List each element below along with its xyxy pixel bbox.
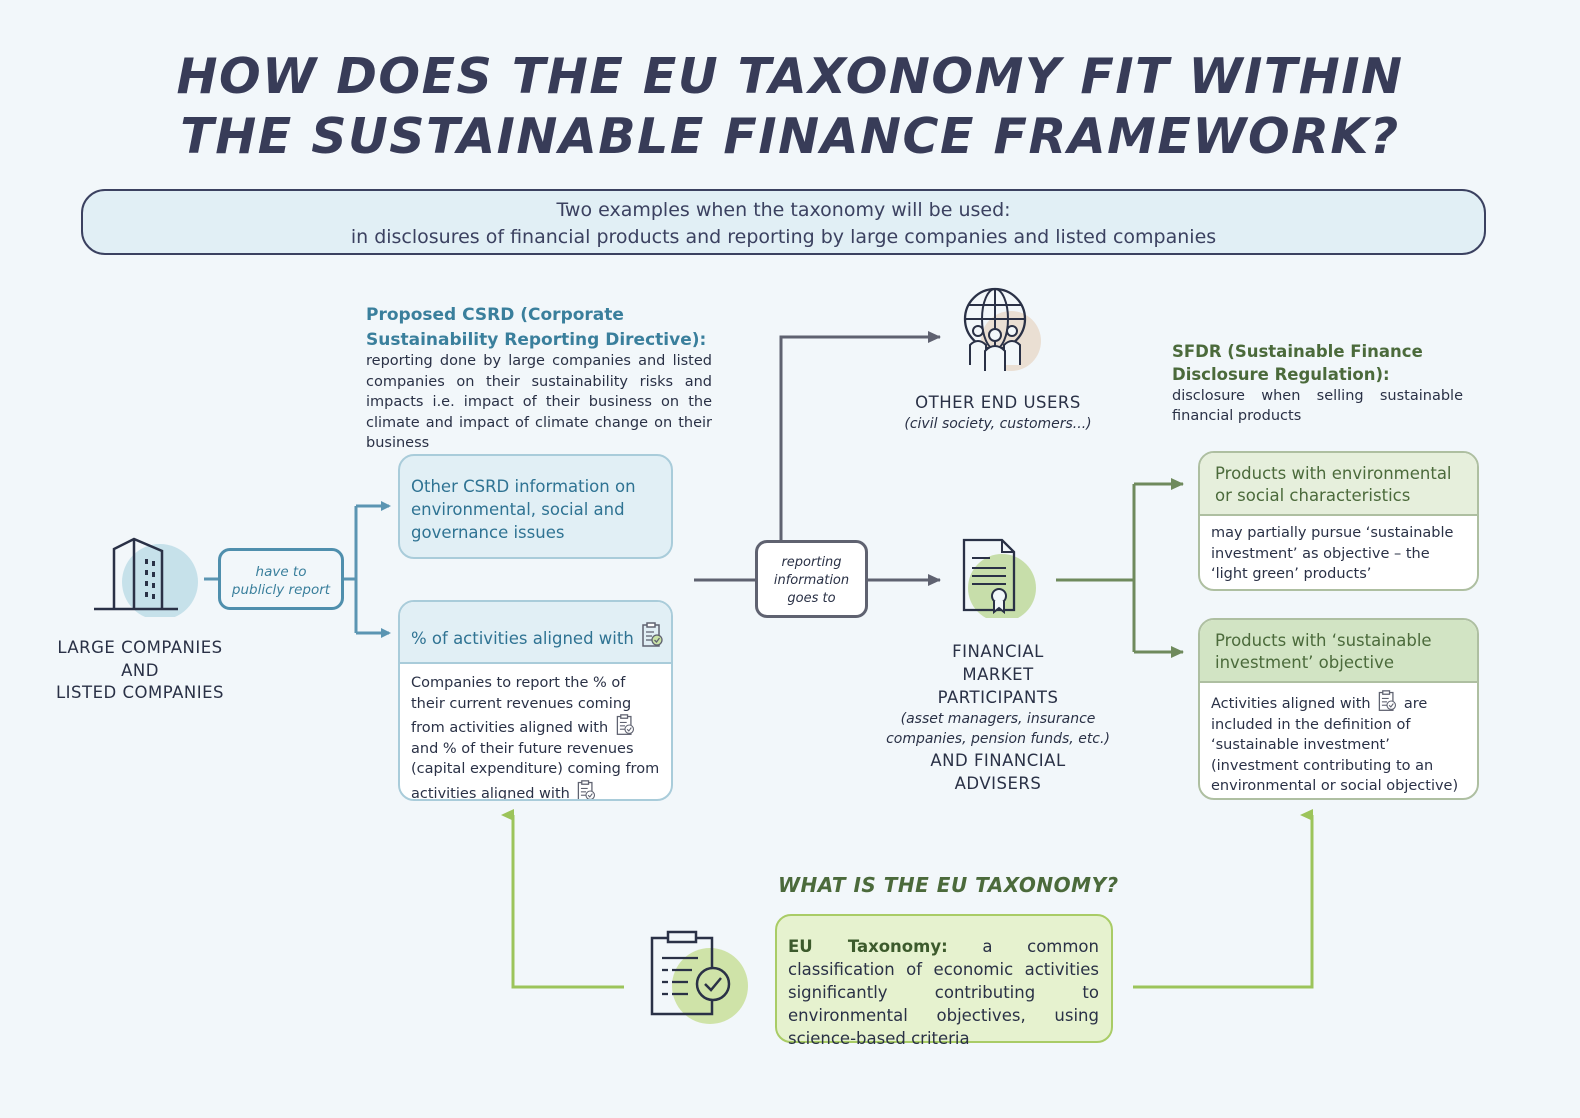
reporting-goes-to-pill: reporting information goes to (755, 540, 868, 618)
eu-taxonomy-term: EU Taxonomy: (788, 937, 948, 956)
clipboard-check-icon (650, 930, 748, 1024)
report-pill-line-2: publicly report (231, 582, 331, 598)
product-sustainable-investment-box: Products with ‘sustainable investment’ o… (1198, 618, 1479, 800)
fmp-line-1: FINANCIAL (952, 642, 1044, 661)
fmp-sub-line-2: companies, pension funds, etc.) (886, 731, 1110, 747)
intro-banner: Two examples when the taxonomy will be u… (81, 189, 1486, 255)
financial-advisers-label: AND FINANCIAL ADVISERS (880, 749, 1116, 795)
fmp-line-3: PARTICIPANTS (937, 688, 1059, 707)
clipboard-check-icon (642, 622, 663, 647)
sfdr-heading-line-2: Disclosure Regulation): (1172, 365, 1390, 384)
clipboard-check-icon (578, 779, 596, 799)
globe-people-icon (963, 287, 1041, 371)
product-1-heading: Products with environmental or social ch… (1200, 453, 1477, 516)
large-companies-label: LARGE COMPANIES AND LISTED COMPANIES (40, 637, 240, 705)
other-csrd-info-box: Other CSRD information on environmental,… (398, 454, 673, 559)
sfdr-description: disclosure when selling sustainable fina… (1172, 388, 1463, 424)
csrd-heading-line-1: Proposed CSRD (Corporate (366, 305, 624, 325)
page-title-line-1: HOW DOES THE EU TAXONOMY FIT WITHIN (176, 48, 1404, 105)
eu-taxonomy-definition-box: EU Taxonomy: a common classification of … (775, 914, 1113, 1048)
product-1-body: may partially pursue ‘sustainable invest… (1211, 525, 1454, 582)
product-2-body-part-1: Activities aligned with (1211, 696, 1371, 712)
sfdr-heading-line-1: SFDR (Sustainable Finance (1172, 342, 1423, 361)
aligned-body-part-1: Companies to report the % of their curre… (411, 675, 632, 736)
banner-line-2: in disclosures of financial products and… (350, 226, 1217, 248)
goes-pill-line-2: information (773, 573, 850, 588)
aligned-activities-body: Companies to report the % of their curre… (400, 664, 671, 801)
certificate-document-icon (962, 538, 1036, 618)
companies-line-3: LISTED COMPANIES (55, 683, 225, 702)
companies-line-2: AND (121, 660, 159, 680)
report-pill-line-1: have to (255, 564, 307, 580)
publicly-report-pill: have to publicly report (218, 548, 344, 610)
aligned-activities-heading: % of activities aligned with (400, 602, 671, 664)
clipboard-check-icon (616, 714, 634, 735)
product-2-body: Activities aligned with are included in … (1200, 683, 1477, 797)
financial-market-participants-label: FINANCIAL MARKET PARTICIPANTS (880, 640, 1116, 709)
csrd-heading-line-2: Sustainability Reporting Directive): (366, 330, 707, 350)
other-end-users-subtitle: (civil society, customers...) (904, 416, 1092, 432)
fmp-line-2: MARKET (962, 665, 1034, 684)
product-environmental-social-box: Products with environmental or social ch… (1198, 451, 1479, 591)
page-title-line-2: THE SUSTAINABLE FINANCE FRAMEWORK? (180, 108, 1400, 165)
goes-pill-line-3: goes to (787, 591, 836, 606)
product-2-body-part-2: are included in the definition of ‘susta… (1211, 696, 1459, 794)
what-is-taxonomy-heading: WHAT IS THE EU TAXONOMY? (778, 873, 1119, 897)
banner-line-1: Two examples when the taxonomy will be u… (556, 199, 1011, 221)
csrd-description: reporting done by large companies and li… (366, 353, 712, 451)
companies-line-1: LARGE COMPANIES (57, 638, 223, 657)
fmp-line-4: AND FINANCIAL (930, 751, 1066, 770)
aligned-activities-box: % of activities aligned with Companies t… (398, 600, 673, 801)
other-end-users-label: OTHER END USERS (915, 393, 1081, 412)
csrd-heading: Proposed CSRD (Corporate Sustainability … (366, 303, 716, 353)
clipboard-check-icon (1378, 690, 1397, 711)
product-2-heading: Products with ‘sustainable investment’ o… (1200, 620, 1477, 683)
aligned-activities-heading-text: % of activities aligned with (411, 629, 634, 648)
eu-taxonomy-definition: a common classification of economic acti… (788, 937, 1099, 1048)
aligned-body-part-2: and % of their future revenues (capital … (411, 740, 660, 801)
building-icon (94, 537, 198, 617)
financial-market-participants-subtitle: (asset managers, insurance companies, pe… (880, 709, 1116, 749)
fmp-line-5: ADVISERS (954, 774, 1042, 793)
fmp-sub-line-1: (asset managers, insurance (900, 711, 1096, 727)
goes-pill-line-1: reporting (781, 555, 842, 570)
sfdr-heading: SFDR (Sustainable Finance Disclosure Reg… (1172, 340, 1472, 386)
